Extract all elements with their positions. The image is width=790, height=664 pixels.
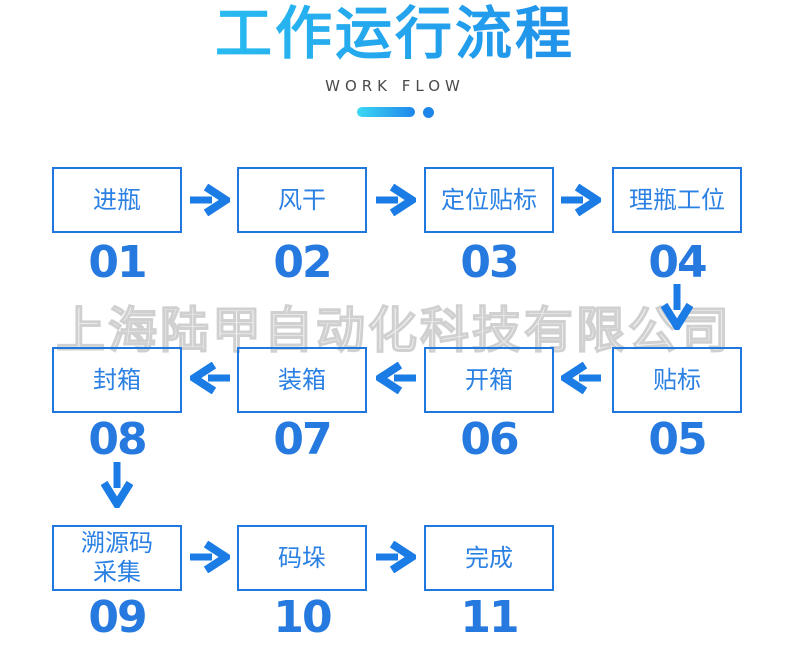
flow-step-number-02: 02 [273, 237, 332, 288]
arrow-down-icon [101, 462, 133, 508]
flow-step-number-08: 08 [88, 414, 147, 465]
arrow-right-icon [376, 184, 416, 216]
gradient-pill-shape [356, 107, 415, 117]
flow-step-box-04: 理瓶工位 [612, 167, 742, 233]
flow-step-box-08: 封箱 [52, 347, 182, 413]
arrow-left-icon [376, 362, 416, 394]
flow-step-box-09: 溯源码 采集 [52, 525, 182, 591]
flow-step-box-10: 码垛 [237, 525, 367, 591]
arrow-right-icon [190, 184, 230, 216]
flow-step-number-04: 04 [648, 237, 707, 288]
flow-step-number-11: 11 [460, 592, 519, 643]
arrow-left-icon [561, 362, 601, 394]
flow-step-number-10: 10 [273, 592, 332, 643]
flow-step-box-02: 风干 [237, 167, 367, 233]
arrow-right-icon [190, 541, 230, 573]
arrow-right-icon [561, 184, 601, 216]
page-title: 工作运行流程 [0, 2, 790, 66]
flow-step-box-03: 定位贴标 [424, 167, 554, 233]
title-underline-decoration [0, 106, 790, 118]
flow-step-number-07: 07 [273, 414, 332, 465]
flow-step-box-07: 装箱 [237, 347, 367, 413]
flow-step-box-05: 贴标 [612, 347, 742, 413]
page-subtitle: WORK FLOW [325, 77, 465, 95]
flow-step-number-09: 09 [88, 592, 147, 643]
flow-step-number-01: 01 [88, 237, 147, 288]
flow-step-number-05: 05 [648, 414, 707, 465]
flow-step-box-06: 开箱 [424, 347, 554, 413]
dot-shape [422, 106, 434, 118]
arrow-right-icon [376, 541, 416, 573]
flow-step-number-06: 06 [460, 414, 519, 465]
arrow-left-icon [190, 362, 230, 394]
flow-step-number-03: 03 [460, 237, 519, 288]
flow-step-box-11: 完成 [424, 525, 554, 591]
flow-step-box-01: 进瓶 [52, 167, 182, 233]
arrow-down-icon [661, 284, 693, 330]
